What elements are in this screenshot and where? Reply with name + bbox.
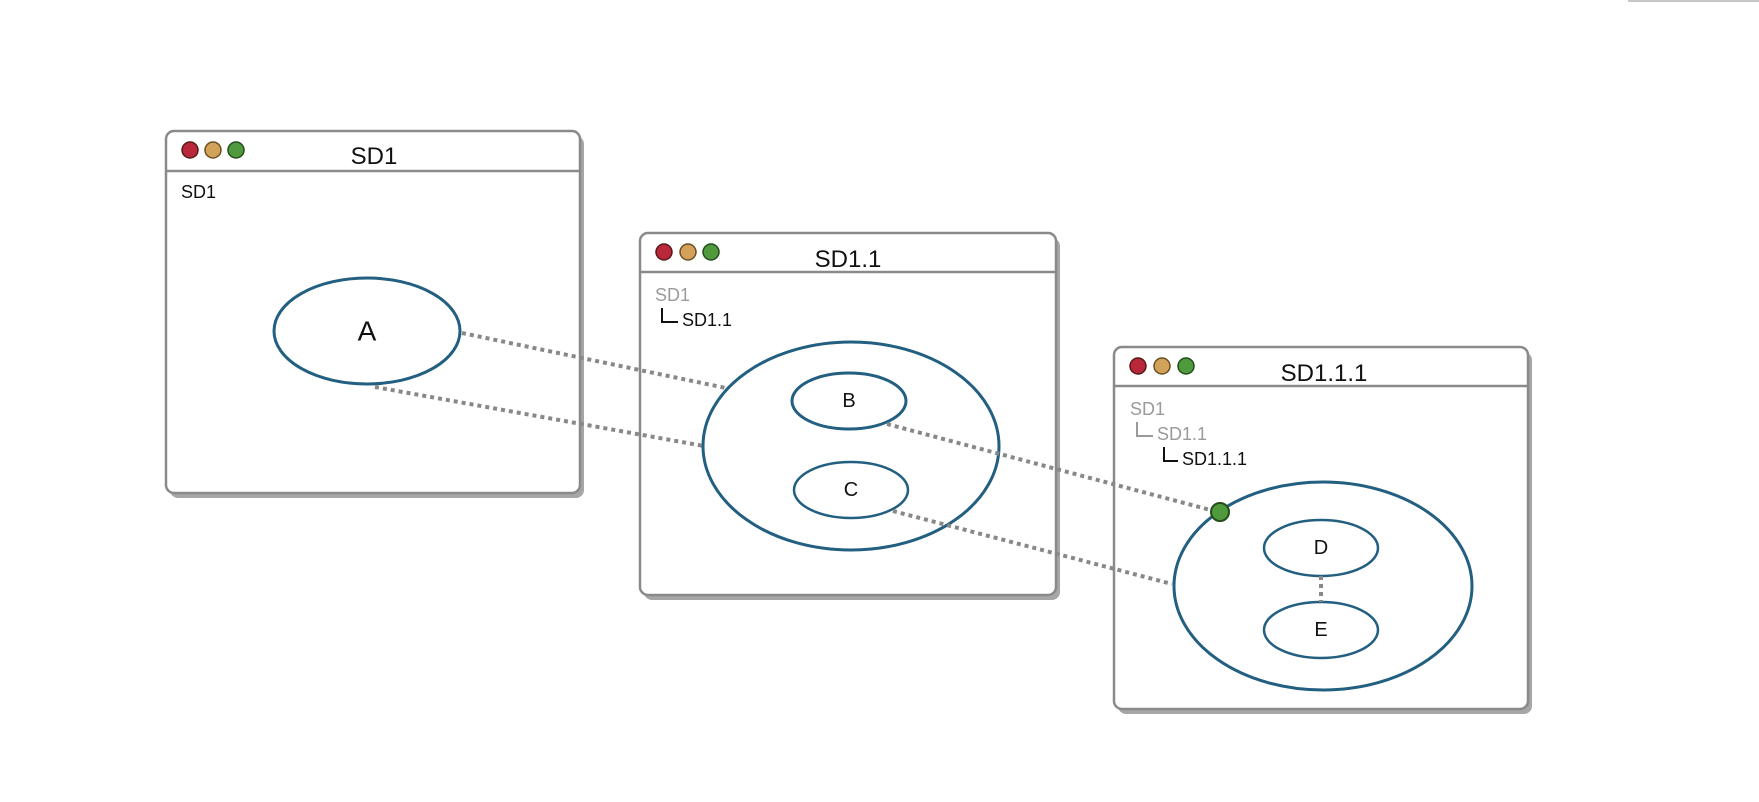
window-frame — [164, 129, 582, 495]
window-title: SD1 — [351, 143, 398, 170]
window-frame — [638, 231, 1058, 597]
maximize-button[interactable] — [1177, 357, 1195, 375]
breadcrumb-connector — [1136, 422, 1153, 437]
window-title: SD1.1.1 — [1281, 360, 1368, 387]
breadcrumb-item[interactable]: SD1.1 — [682, 310, 732, 330]
window-sd1[interactable]: SD1 SD1 A — [164, 129, 584, 498]
node-group-bc[interactable] — [701, 340, 1001, 552]
node-c[interactable] — [792, 460, 910, 520]
breadcrumb-connector — [661, 308, 678, 323]
breadcrumb-item[interactable]: SD1.1.1 — [1182, 449, 1247, 469]
node-a-label: A — [358, 316, 377, 347]
connection-port[interactable] — [1210, 502, 1230, 522]
node-a[interactable] — [272, 276, 462, 386]
window-sd1-1[interactable]: SD1.1 SD1 SD1.1 B C — [638, 231, 1060, 600]
breadcrumb-item[interactable]: SD1.1 — [1157, 424, 1207, 444]
node-b[interactable] — [790, 371, 908, 431]
window-frame — [1112, 345, 1530, 711]
node-group-de[interactable] — [1172, 480, 1474, 692]
link-b-port[interactable] — [886, 422, 1219, 514]
link-c-group[interactable] — [892, 509, 1173, 586]
maximize-button[interactable] — [702, 243, 720, 261]
node-b-label: B — [842, 390, 855, 412]
node-e-label: E — [1314, 619, 1327, 641]
node-c-label: C — [844, 479, 858, 501]
close-button[interactable] — [655, 243, 673, 261]
minimize-button[interactable] — [679, 243, 697, 261]
node-d-label: D — [1314, 537, 1328, 559]
close-button[interactable] — [1129, 357, 1147, 375]
window-title: SD1.1 — [815, 246, 882, 273]
breadcrumb-item[interactable]: SD1 — [655, 285, 690, 305]
breadcrumb-item[interactable]: SD1 — [1130, 399, 1165, 419]
link-a-b[interactable] — [461, 331, 727, 390]
breadcrumb-connector — [1163, 447, 1178, 462]
minimize-button[interactable] — [1153, 357, 1171, 375]
minimize-button[interactable] — [204, 141, 222, 159]
close-button[interactable] — [181, 141, 199, 159]
window-sd1-1-1[interactable]: SD1.1.1 SD1 SD1.1 SD1.1.1 D E — [1112, 345, 1532, 714]
maximize-button[interactable] — [227, 141, 245, 159]
breadcrumb-item[interactable]: SD1 — [181, 182, 216, 202]
